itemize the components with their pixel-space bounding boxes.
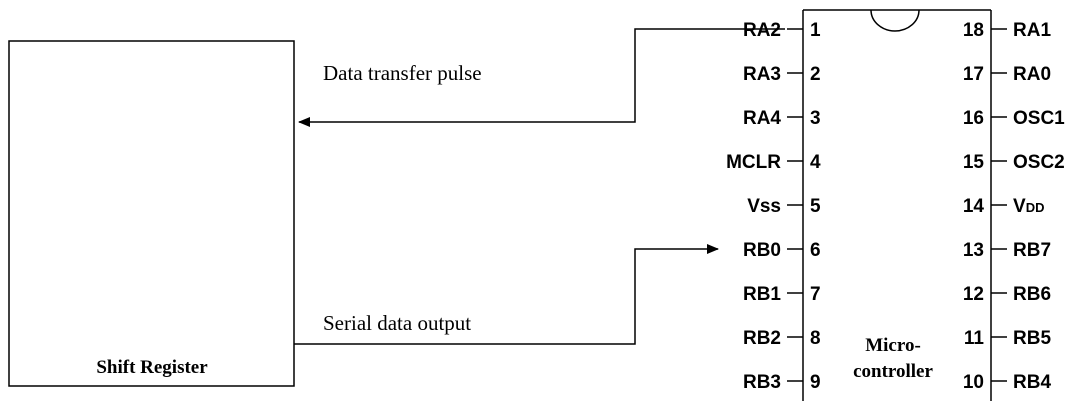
pin-number: 10 xyxy=(963,372,984,393)
pin-number: 11 xyxy=(964,328,985,349)
pin-name-mclr: MCLR xyxy=(726,152,781,173)
pin-name-ra0: RA0 xyxy=(1013,64,1051,85)
pin-number: 13 xyxy=(963,240,984,261)
chip-label-line1: Micro- xyxy=(865,335,921,356)
pin-number: 9 xyxy=(810,372,821,393)
pin-number: 3 xyxy=(810,108,821,129)
pin-number: 18 xyxy=(963,20,984,41)
serial-data-output-label: Serial data output xyxy=(323,311,471,335)
pin-name-rb7: RB7 xyxy=(1013,240,1051,261)
pin-number: 16 xyxy=(963,108,984,129)
data-transfer-pulse-label: Data transfer pulse xyxy=(323,61,482,85)
pin-number: 14 xyxy=(963,196,985,217)
pin-name-ra4: RA4 xyxy=(743,108,781,129)
pin-name-vdd: VDD xyxy=(1013,196,1044,217)
pin-name-main: RB7 xyxy=(1013,240,1051,261)
pin-name-main: OSC2 xyxy=(1013,152,1065,173)
shift-register-box xyxy=(8,40,295,387)
pin-name-ra1: RA1 xyxy=(1013,20,1051,41)
pin-number: 15 xyxy=(963,152,985,173)
pin-number: 6 xyxy=(810,240,821,261)
pin-number: 4 xyxy=(810,152,821,173)
pin-name-main: OSC1 xyxy=(1013,108,1065,129)
pin-name-rb4: RB4 xyxy=(1013,372,1051,393)
pin-number: 17 xyxy=(963,64,984,85)
pin-name-rb3: RB3 xyxy=(743,372,781,393)
pin-name-main: RB5 xyxy=(1013,328,1051,349)
chip-notch xyxy=(870,9,920,32)
pin-name-rb6: RB6 xyxy=(1013,284,1051,305)
pin-name-vss: Vss xyxy=(747,196,781,217)
pin-name-ra2: RA2 xyxy=(743,20,781,41)
pin-name-ra3: RA3 xyxy=(743,64,781,85)
pin-name-osc2: OSC2 xyxy=(1013,152,1065,173)
pin-name-rb1: RB1 xyxy=(743,284,781,305)
pin-name-rb2: RB2 xyxy=(743,328,781,349)
pin-number: 1 xyxy=(810,20,821,41)
pin-name-rb0: RB0 xyxy=(743,240,781,261)
shift-register-label: Shift Register xyxy=(96,357,208,378)
pin-name-main: V xyxy=(1013,196,1026,217)
chip-label-line2: controller xyxy=(853,361,933,382)
pin-name-main: RB6 xyxy=(1013,284,1051,305)
serial-data-output-wire xyxy=(294,244,719,345)
pin-name-main: RA1 xyxy=(1013,20,1051,41)
pin-name-rb5: RB5 xyxy=(1013,328,1051,349)
pin-number: 2 xyxy=(810,64,821,85)
pin-name-main: RA0 xyxy=(1013,64,1051,85)
pin-name-main: RB4 xyxy=(1013,372,1051,393)
pin-name-osc1: OSC1 xyxy=(1013,108,1065,129)
pin-number: 8 xyxy=(810,328,821,349)
data-transfer-pulse-wire xyxy=(298,28,785,127)
pin-number: 5 xyxy=(810,196,821,217)
pin-number: 12 xyxy=(963,284,984,305)
pin-number: 7 xyxy=(810,284,821,305)
pin-name-subscript: DD xyxy=(1026,200,1045,215)
